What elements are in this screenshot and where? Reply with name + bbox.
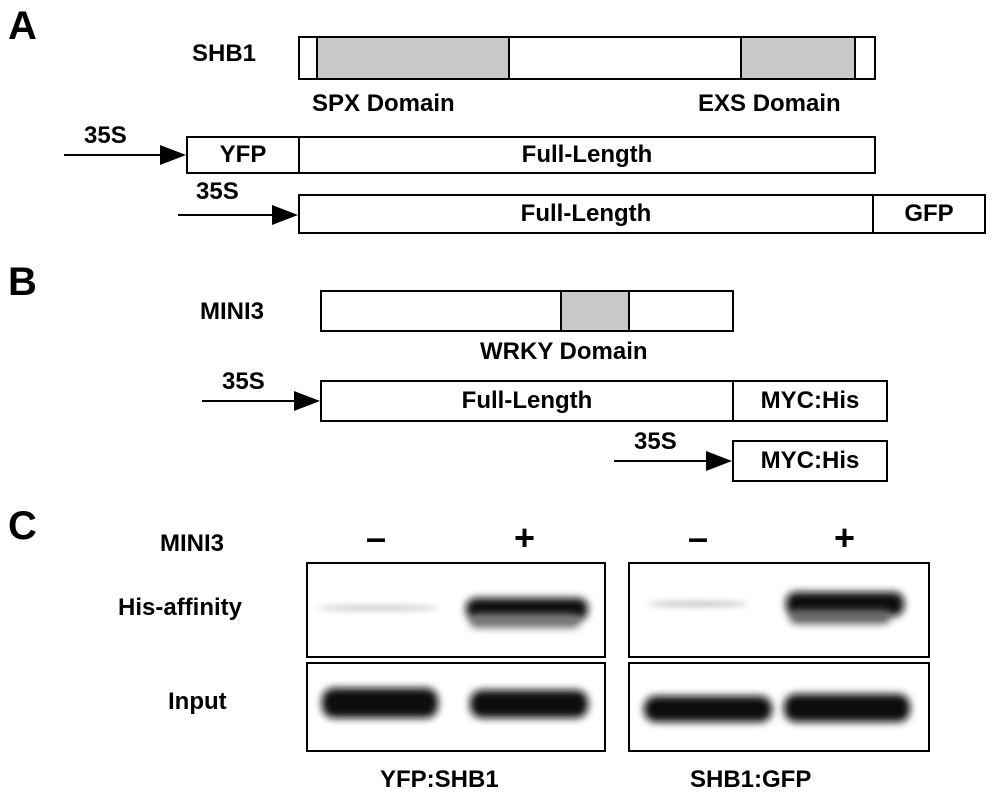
shb1-full-length-box: Full-Length <box>298 136 876 174</box>
promoter-35s-label: 35S <box>222 368 265 395</box>
wrky-domain <box>560 292 630 330</box>
myc-his-tag-box: MYC:His <box>732 440 888 482</box>
promoter-arrow-icon <box>178 205 298 225</box>
promoter-35s-label: 35S <box>196 178 239 205</box>
spx-domain-label: SPX Domain <box>312 90 455 117</box>
blot-band <box>790 610 890 624</box>
shb1-full-length-box: Full-Length <box>298 194 874 234</box>
blot-band <box>648 601 748 607</box>
shb1-label: SHB1 <box>192 40 257 67</box>
row-label-input: Input <box>168 688 227 715</box>
promoter-arrow-icon <box>614 451 732 471</box>
blot-band <box>318 605 438 611</box>
blot-yfp-shb1-input <box>306 662 606 752</box>
myc-his-tag-label: MYC:His <box>760 447 860 474</box>
full-length-label: Full-Length <box>461 387 593 414</box>
full-length-label: Full-Length <box>521 141 653 168</box>
sample-label-shb1-gfp: SHB1:GFP <box>690 766 812 793</box>
shb1-protein-bar <box>298 36 876 80</box>
plus-sign: + <box>834 517 856 558</box>
yfp-tag-box: YFP <box>186 136 300 174</box>
promoter-arrow-icon <box>64 145 186 165</box>
promoter-35s-label: 35S <box>634 428 677 455</box>
blot-band <box>644 696 772 722</box>
promoter-35s-label: 35S <box>84 122 127 149</box>
wrky-domain-label: WRKY Domain <box>480 338 648 365</box>
exs-domain-label: EXS Domain <box>698 90 841 117</box>
panel-label-c: C <box>8 504 37 548</box>
blot-band <box>470 690 588 718</box>
blot-band <box>784 694 910 722</box>
blot-band <box>470 614 580 628</box>
full-length-label: Full-Length <box>520 200 652 227</box>
row-label-his-affinity: His-affinity <box>118 594 243 621</box>
blot-band <box>322 688 438 718</box>
promoter-arrow-icon <box>202 391 320 411</box>
panel-label-a: A <box>8 4 37 48</box>
mini3-full-length-box: Full-Length <box>320 380 734 422</box>
myc-his-tag-label: MYC:His <box>760 387 860 414</box>
treatment-label: MINI3 <box>160 530 225 557</box>
spx-domain <box>316 38 510 78</box>
minus-sign: – <box>688 517 709 558</box>
yfp-tag-label: YFP <box>219 141 267 168</box>
myc-his-tag-box: MYC:His <box>732 380 888 422</box>
blot-shb1-gfp-input <box>628 662 930 752</box>
sample-label-yfp-shb1: YFP:SHB1 <box>380 766 499 793</box>
mini3-protein-bar <box>320 290 734 332</box>
mini3-label: MINI3 <box>200 298 265 325</box>
gfp-tag-box: GFP <box>872 194 986 234</box>
blot-yfp-shb1-his-affinity <box>306 562 606 658</box>
gfp-tag-label: GFP <box>904 200 954 227</box>
blot-shb1-gfp-his-affinity <box>628 562 930 658</box>
minus-sign: – <box>366 517 387 558</box>
exs-domain <box>740 38 856 78</box>
plus-sign: + <box>514 517 536 558</box>
panel-label-b: B <box>8 260 37 304</box>
